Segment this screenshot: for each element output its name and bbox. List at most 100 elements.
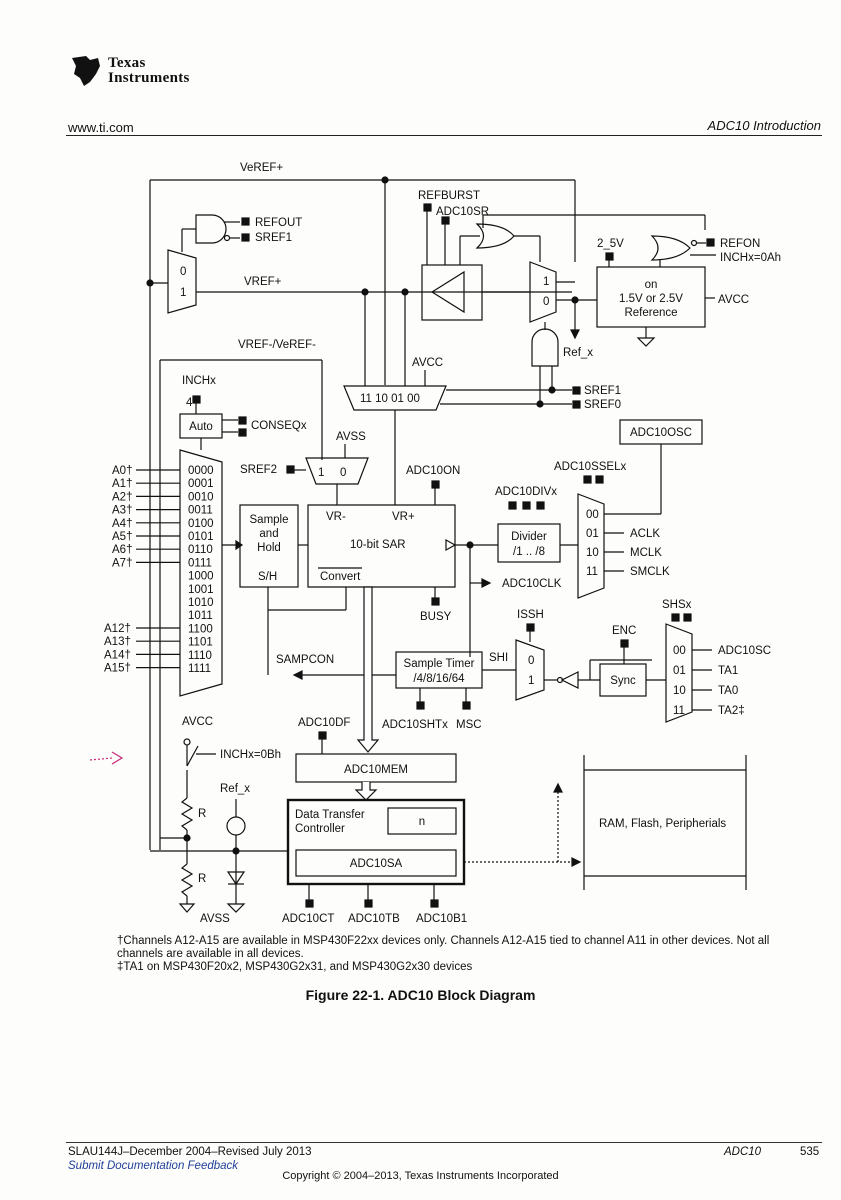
svg-text:1.5V or 2.5V: 1.5V or 2.5V xyxy=(619,293,683,305)
refout-and-gate xyxy=(195,214,227,244)
refon-or-gate xyxy=(650,235,691,261)
adc10shtx-label: ADC10SHTx xyxy=(382,719,448,731)
refburst-label: REFBURST xyxy=(418,190,480,202)
channel-code: 1011 xyxy=(188,610,213,622)
copyright: Copyright © 2004–2013, Texas Instruments… xyxy=(282,1170,559,1182)
avcc-mux-label: AVCC xyxy=(412,357,443,369)
clock-source-label: SMCLK xyxy=(630,566,670,578)
memory-map-label: RAM, Flash, Peripherials xyxy=(599,818,726,830)
channel-input-label: A7† xyxy=(112,557,132,569)
ssel-code: 11 xyxy=(586,566,598,578)
ssel-code: 01 xyxy=(586,528,599,540)
bit-box xyxy=(241,217,250,226)
inverter-icon xyxy=(560,671,579,689)
clock-source-mux xyxy=(577,493,605,599)
chapter-name: ADC10 xyxy=(724,1146,762,1158)
channel-input-label: A0† xyxy=(112,465,132,477)
adc10sr-label: ADC10SR xyxy=(436,206,489,218)
shi-label: SHI xyxy=(489,652,508,664)
vref-plus-label: VREF+ xyxy=(244,276,282,288)
sref2-label: SREF2 xyxy=(240,464,277,476)
analog-channel-inputs: A0†A1†A2†A3†A4†A5†A6†A7†A12†A13†A14†A15† xyxy=(104,465,180,675)
adc10-block-diagram: VeREF+ 0 1 VREF+ REFOUT SREF1 REFBURST A… xyxy=(89,162,781,925)
channel-mux xyxy=(179,449,223,697)
channel-code: 1000 xyxy=(188,571,214,583)
channel-code-list: 0000000100100011010001010110011110001001… xyxy=(188,465,214,675)
dtc-count-register xyxy=(387,807,457,835)
svg-text:Sync: Sync xyxy=(610,675,636,687)
adc10df-label: ADC10DF xyxy=(298,717,350,729)
sref0-label: SREF0 xyxy=(584,399,621,411)
svg-text:Hold: Hold xyxy=(257,542,281,554)
mux-0-label: 0 xyxy=(543,296,549,308)
trigger-source-label: TA2‡ xyxy=(718,705,745,717)
resistor-label: R xyxy=(198,808,206,820)
trigger-source-label: ADC10SC xyxy=(718,645,771,657)
pen-mark xyxy=(89,757,113,761)
refburst-or-gate xyxy=(475,223,515,249)
veref-label: VeREF+ xyxy=(240,162,283,174)
channel-input-label: A14† xyxy=(104,649,131,661)
svg-text:/1 .. /8: /1 .. /8 xyxy=(513,546,545,558)
svg-text:Sample: Sample xyxy=(250,514,289,526)
channel-code: 0000 xyxy=(188,465,214,477)
channel-input-label: A15† xyxy=(104,663,131,675)
figure-caption: Figure 22-1. ADC10 Block Diagram xyxy=(305,987,536,1003)
vr-plus-label: VR+ xyxy=(392,511,415,523)
issh-label: ISSH xyxy=(517,609,544,621)
svg-text:1: 1 xyxy=(528,675,534,687)
ssel-code: 00 xyxy=(586,509,599,521)
shs-code: 01 xyxy=(673,665,686,677)
svg-text:n: n xyxy=(419,816,425,828)
sampcon-label: SAMPCON xyxy=(276,654,334,666)
footer-divider xyxy=(66,1142,822,1143)
svg-text:and: and xyxy=(259,528,278,540)
refx-and-gate xyxy=(531,328,559,367)
refout-label: REFOUT xyxy=(255,217,302,229)
clock-divider xyxy=(497,523,561,563)
adc10mem-register xyxy=(295,753,457,783)
sref1-label: SREF1 xyxy=(584,385,621,397)
clock-source-label: ACLK xyxy=(630,528,660,540)
vref-neg-label: VREF-/VeREF- xyxy=(238,339,316,351)
mux-1-label: 1 xyxy=(180,287,186,299)
channel-input-label: A2† xyxy=(112,491,132,503)
avcc-ref-label: AVCC xyxy=(718,294,749,306)
svg-text:0: 0 xyxy=(528,655,534,667)
svg-text:Controller: Controller xyxy=(295,823,345,835)
inchx-width: 4 xyxy=(186,397,193,409)
channel-input-label: A12† xyxy=(104,623,131,635)
svg-text:0: 0 xyxy=(340,467,346,479)
page-number: 535 xyxy=(800,1146,820,1158)
adc10clk-label: ADC10CLK xyxy=(502,578,562,590)
feedback-link[interactable]: Submit Documentation Feedback xyxy=(68,1160,239,1172)
channel-code: 0011 xyxy=(188,505,213,517)
channel-input-label: A5† xyxy=(112,531,132,543)
ssel-code: 10 xyxy=(586,547,599,559)
shs-code: 10 xyxy=(673,685,686,697)
svg-text:ADC10SA: ADC10SA xyxy=(350,858,403,870)
shsx-label: SHSx xyxy=(662,599,692,611)
adc10divx-label: ADC10DIVx xyxy=(495,486,557,498)
channel-code: 0111 xyxy=(188,557,212,569)
website-link[interactable]: www.ti.com xyxy=(68,120,134,135)
channel-code: 1111 xyxy=(188,663,211,675)
channel-code: 0010 xyxy=(188,491,214,503)
channel-code: 1100 xyxy=(188,623,213,635)
footnote-dagger: †Channels A12-A15 are available in MSP43… xyxy=(117,935,770,960)
channel-input-label: A1† xyxy=(112,478,132,490)
channel-code: 1101 xyxy=(188,637,213,649)
adc10b1-label: ADC10B1 xyxy=(416,913,467,925)
ground-icon xyxy=(636,337,656,347)
svg-text:Divider: Divider xyxy=(511,531,547,543)
ref-output-mux xyxy=(529,261,557,323)
ground-icon xyxy=(178,903,196,913)
pen-arrow-icon xyxy=(111,751,124,765)
section-title: ADC10 Introduction xyxy=(707,118,821,133)
svg-text:/4/8/16/64: /4/8/16/64 xyxy=(413,673,465,685)
issh-mux xyxy=(515,639,545,701)
sref1-top-label: SREF1 xyxy=(255,232,292,244)
sar-label: 10-bit SAR xyxy=(350,539,406,551)
msc-label: MSC xyxy=(456,719,482,731)
vr-minus-mux xyxy=(305,457,369,485)
